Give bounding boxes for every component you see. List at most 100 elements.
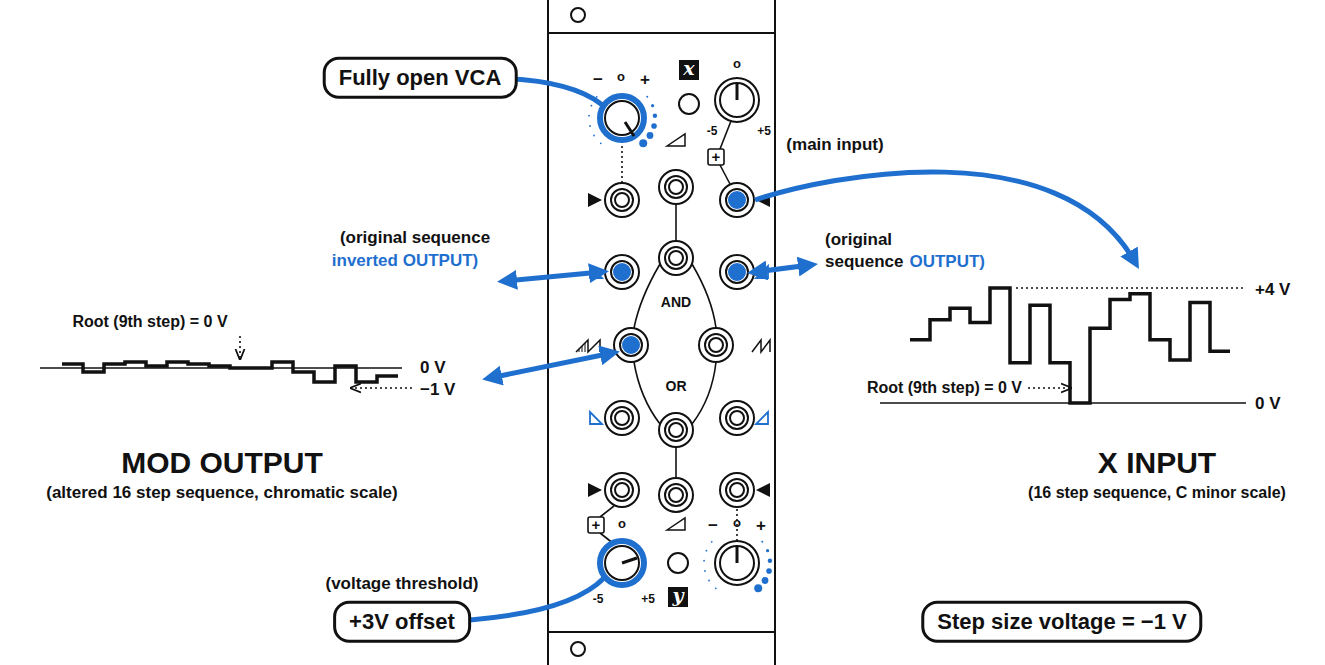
panel	[548, 0, 775, 665]
io-symbol	[588, 193, 770, 497]
scale-dot	[754, 584, 762, 592]
panel-wiring	[692, 362, 716, 424]
plus-box	[708, 149, 724, 165]
scale-dot	[651, 123, 657, 129]
voltage-value: 0 V	[420, 358, 446, 378]
panel-wiring	[692, 264, 716, 328]
jack-socket	[659, 413, 693, 447]
ramp-symbol	[667, 134, 685, 146]
knob	[600, 541, 644, 585]
button-letter: x	[683, 58, 694, 80]
graph-note: Root (9th step) = 0 V	[72, 313, 227, 331]
io-symbol	[590, 412, 602, 424]
scale-dot	[704, 570, 706, 572]
graph-axis	[880, 402, 1246, 404]
panel-wiring	[621, 141, 623, 182]
jack-note: (original	[825, 230, 892, 250]
scale-dot	[600, 142, 602, 144]
scale-value: -5	[593, 593, 604, 607]
knob	[715, 541, 759, 585]
scale-dot	[639, 139, 647, 147]
voltage-value: +4 V	[1255, 280, 1290, 300]
sum-sign: +	[592, 516, 601, 533]
callout-box: +3V offset	[333, 601, 471, 643]
panel-wiring	[675, 447, 677, 478]
signal-arrow	[490, 172, 1135, 378]
logic-label: AND	[661, 294, 691, 310]
voltage-value: 0 V	[1255, 394, 1281, 414]
ramp-symbol	[579, 343, 585, 352]
jack-socket	[605, 473, 639, 507]
ramp-symbol	[752, 340, 770, 352]
callout-box: Fully open VCA	[323, 57, 518, 99]
graph-title: X INPUT	[1098, 446, 1216, 481]
jack-socket	[659, 478, 693, 512]
jack-socket	[614, 328, 648, 362]
signal-arrow	[490, 353, 612, 378]
scale-dot	[647, 132, 654, 139]
knob-note: (voltage threshold)	[325, 574, 478, 594]
scale-dot	[651, 104, 654, 107]
knob	[605, 101, 639, 135]
graph-subtitle: (16 step sequence, C minor scale)	[1028, 484, 1286, 502]
scale-mark: o	[733, 57, 741, 72]
io-symbol	[588, 193, 602, 207]
panel	[548, 631, 775, 633]
scale-mark: −	[593, 70, 603, 90]
scale-dot	[715, 587, 717, 589]
scale-dot	[653, 113, 657, 117]
callout-text: +3V offset	[349, 609, 455, 635]
scale-dot	[711, 541, 713, 543]
jack-socket	[720, 401, 754, 435]
scale-dot	[766, 549, 769, 552]
jack-socket	[605, 401, 639, 435]
callout-line	[430, 78, 604, 622]
xy-button	[668, 60, 699, 607]
scale-dot	[589, 125, 591, 127]
jack-socket	[720, 255, 754, 289]
jack-socket	[605, 170, 754, 512]
knob	[625, 122, 634, 136]
panel-wiring	[600, 121, 737, 544]
graph-note: Root (9th step) = 0 V	[867, 379, 1022, 397]
scale-value: -5	[707, 125, 718, 139]
panel-wiring	[720, 165, 730, 184]
jack-socket	[605, 255, 639, 289]
ramp-symbol	[576, 340, 600, 352]
jack-note: (main input)	[786, 135, 883, 155]
callout-box: Step size voltage = −1 V	[921, 601, 1202, 643]
knob	[715, 78, 759, 122]
io-symbol	[756, 412, 768, 424]
ramp-symbol	[576, 134, 770, 530]
io-symbol	[588, 483, 602, 497]
scale-dot	[766, 568, 772, 574]
voltage-waveform	[62, 288, 1230, 403]
scale-value: +5	[757, 125, 771, 139]
signal-arrow	[755, 265, 810, 272]
scale-mark: o	[617, 70, 625, 85]
sum-sign: +	[712, 148, 721, 165]
knob	[622, 558, 637, 563]
jack-note: inverted OUTPUT)	[332, 251, 478, 271]
signal-arrow	[505, 272, 601, 281]
scale-mark: o	[733, 516, 741, 531]
knob	[736, 84, 739, 100]
voltage-value: −1 V	[420, 380, 455, 400]
jack-note: sequence	[825, 252, 903, 272]
ramp-symbol	[667, 518, 685, 530]
graph-title: MOD OUTPUT	[121, 446, 323, 481]
panel-wiring	[600, 506, 614, 517]
plus-box	[588, 517, 604, 533]
jack-note: OUTPUT)	[909, 252, 985, 272]
graph-subtitle: (altered 16 step sequence, chromatic sca…	[46, 483, 398, 503]
scale-dot	[646, 96, 648, 98]
logic-label: OR	[666, 378, 687, 394]
panel	[571, 8, 585, 22]
jack-socket	[720, 183, 754, 217]
panel-wiring	[675, 204, 677, 241]
knob	[600, 96, 644, 140]
panel	[571, 642, 585, 656]
scale-dot	[588, 96, 772, 592]
